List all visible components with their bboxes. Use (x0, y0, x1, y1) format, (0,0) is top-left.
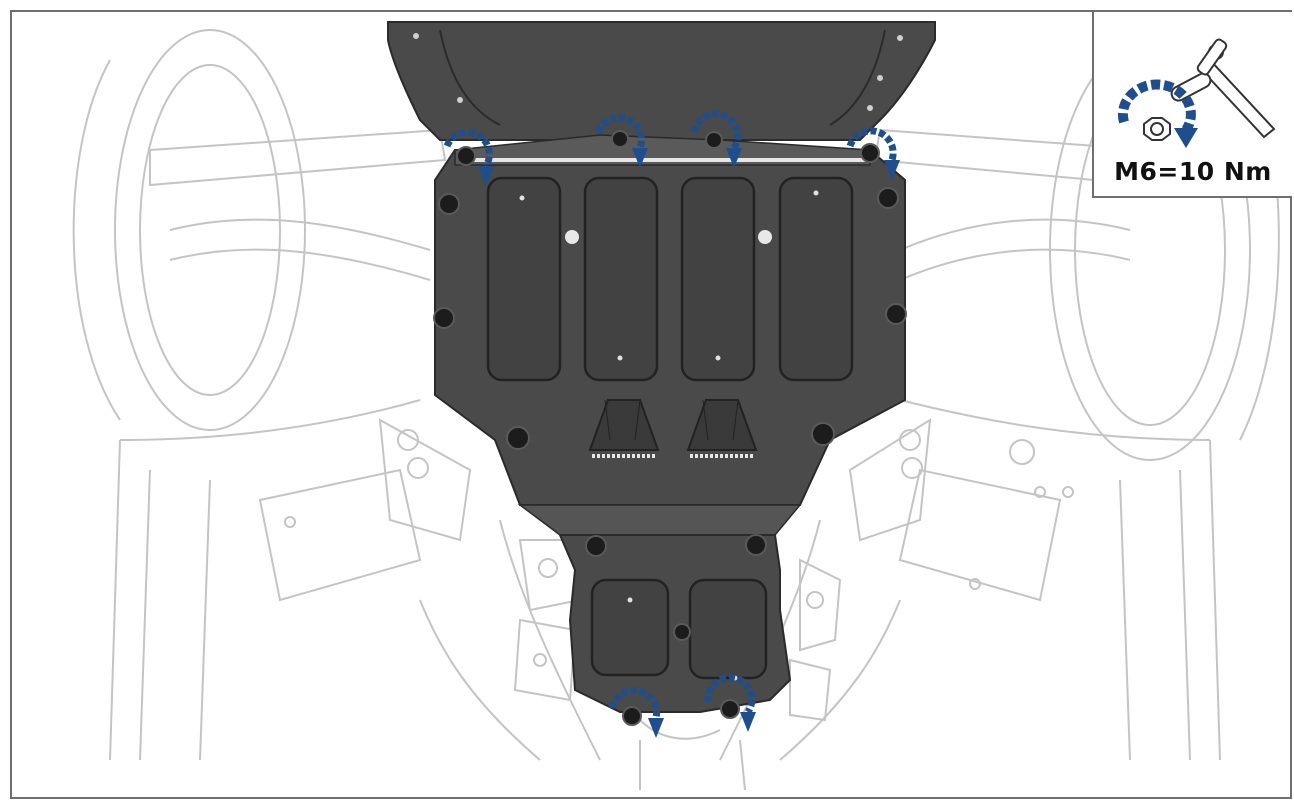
skid-plate-main (434, 134, 906, 539)
bolt (438, 193, 460, 215)
torque-spec-label: M6=10 Nm (1114, 157, 1272, 186)
vehicle-underbody-outline (72, 29, 1280, 791)
front-undertray (387, 21, 936, 141)
bolt (745, 534, 767, 556)
bolt (720, 699, 740, 719)
bolt (433, 307, 455, 329)
bolt (611, 130, 629, 148)
tighten-arrows (443, 110, 897, 719)
bolt (885, 303, 907, 325)
rotation-arrow-icon (690, 110, 742, 150)
rotation-arrow-icon (443, 128, 493, 168)
bolt (622, 706, 642, 726)
nut-icon (1143, 117, 1171, 141)
rotation-arrow-icon (608, 686, 661, 719)
bolt (860, 143, 880, 163)
bolt (877, 187, 899, 209)
bolt (705, 131, 723, 149)
rotation-arrow-icon (1117, 79, 1198, 148)
torque-spec-box: M6=10 Nm (1092, 12, 1292, 198)
bolt (585, 535, 607, 557)
rotation-arrow-icon (704, 674, 756, 714)
bolt (506, 426, 530, 450)
bolt (673, 623, 691, 641)
skid-plate-lower (558, 534, 792, 713)
fastener-group (433, 130, 907, 726)
bolt (456, 146, 476, 166)
rotation-arrow-icon (594, 114, 645, 150)
torque-spec-illustration (1117, 38, 1276, 148)
tighten-arrow-heads (478, 148, 900, 738)
bolt (811, 422, 835, 446)
